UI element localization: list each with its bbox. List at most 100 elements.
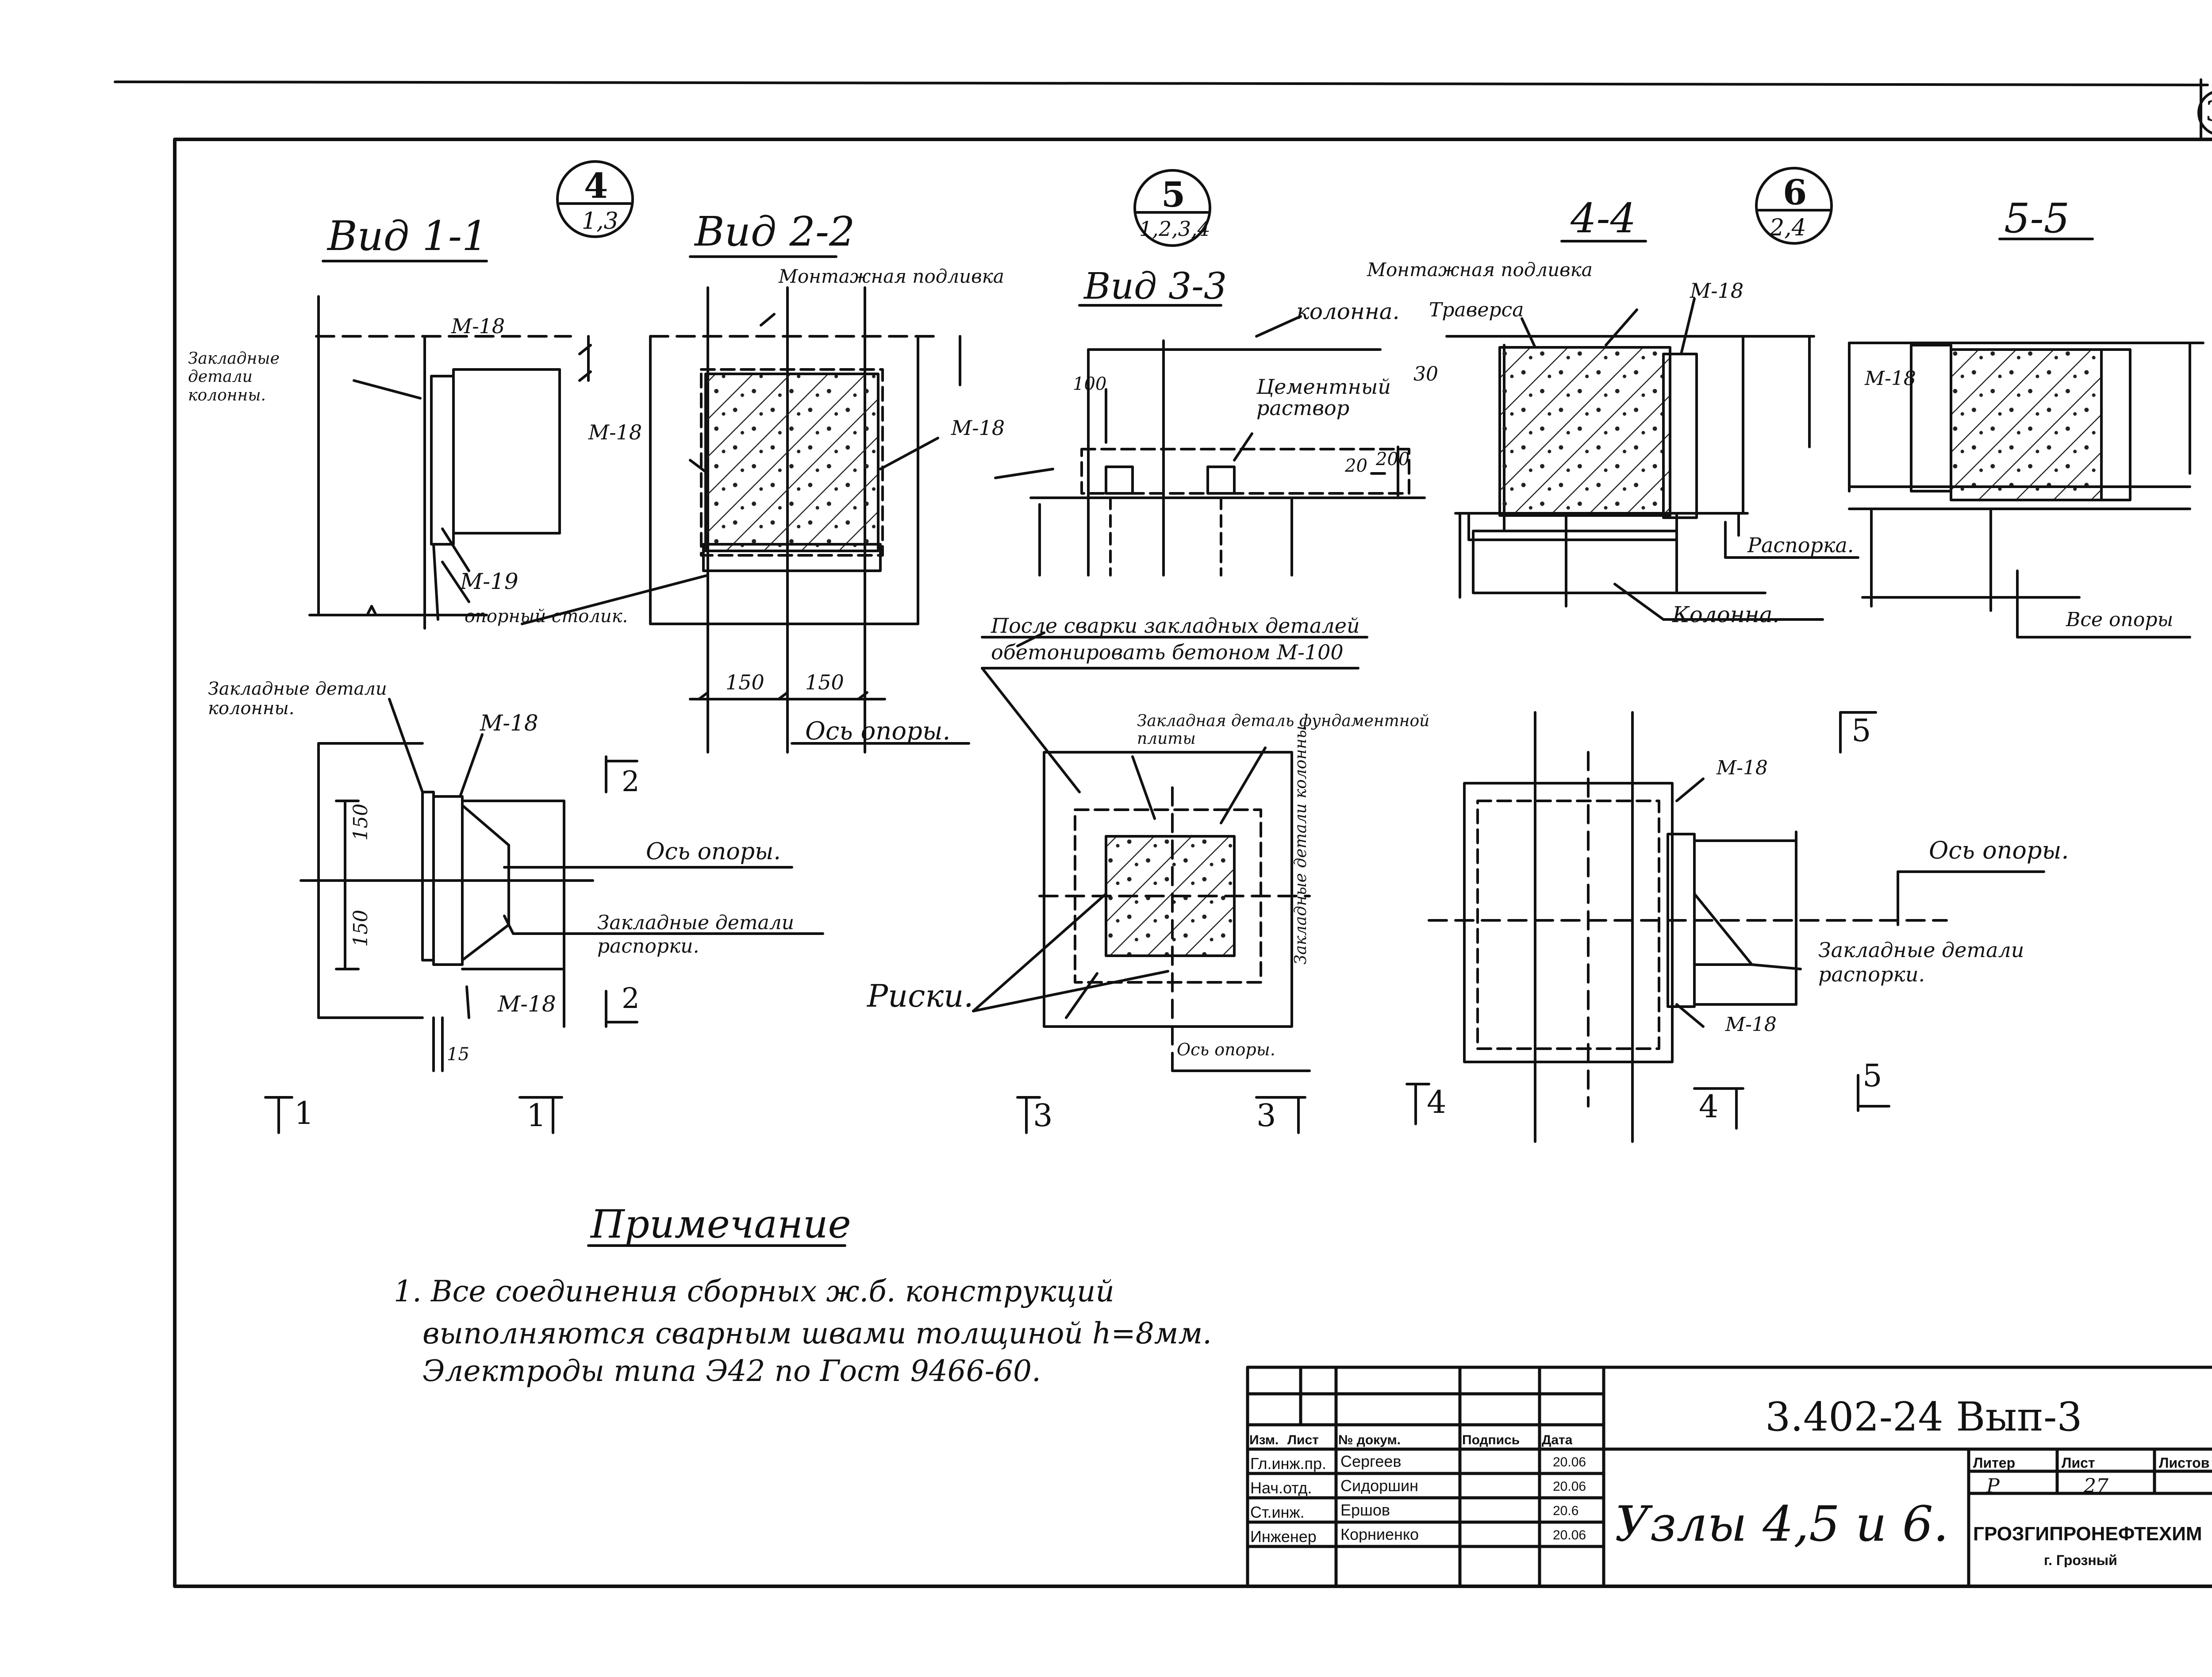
label-m18-plan4-bottom: М-18 [1725, 1013, 1777, 1036]
view-title-3-3: Вид 3-3 [1084, 265, 1227, 308]
label-m18-v2-left: М-18 [588, 420, 642, 444]
view-2-2-drawing [521, 286, 970, 754]
view-title-4-4: 4-4 [1571, 195, 1636, 242]
label-support-axis-v2: Ось опоры. [805, 717, 951, 746]
section-mark-5-top: 5 [1851, 712, 1871, 749]
dim-100: 100 [1073, 374, 1107, 394]
label-m18-v4: М-18 [1690, 279, 1744, 303]
node-marker-5-refs: 1,2,3,4 [1139, 217, 1210, 241]
section-mark-4-right: 4 [1699, 1089, 1719, 1125]
tb-header-doc: № докум. [1338, 1434, 1401, 1447]
label-m18-v2-right: М-18 [951, 416, 1005, 440]
view-title-5-5: 5-5 [2004, 195, 2070, 242]
label-spacer: Распорка. [1747, 533, 1854, 557]
section-mark-lines [264, 711, 1890, 1134]
label-m18-plan-bottom: М-18 [498, 991, 556, 1017]
label-embedded-strut-plan4-text: Закладные детали распорки. [1818, 938, 2024, 987]
view-4-4-drawing [1428, 297, 2045, 1143]
section-mark-2-top: 2 [622, 765, 640, 798]
label-m18-v1: М-18 [451, 314, 505, 338]
tb-role-0: Гл.инж.пр. [1250, 1456, 1327, 1472]
tb-date-2: 20.6 [1553, 1504, 1579, 1518]
label-embedded-slab-text: Закладная деталь фундаментной плиты [1137, 712, 1430, 748]
label-embedded-column: Закладные детали колонны. [188, 350, 303, 404]
note-line-1: 1. Все соединения сборных ж.б. конструкц… [394, 1274, 1114, 1308]
label-embedded-column-vertical: Закладные детали колонны. [1292, 720, 1310, 965]
label-support-table: опорный столик. [465, 606, 628, 627]
label-cement-mortar: Цементный раствор [1256, 376, 1391, 419]
page-mark: 36 [2205, 95, 2212, 128]
note-heading: Примечание [591, 1201, 851, 1247]
dim-150d: 150 [349, 910, 372, 947]
label-m18-plan4-top: М-18 [1717, 757, 1768, 779]
view-1-1-drawing [308, 295, 592, 630]
tb-date-3: 20.06 [1553, 1529, 1586, 1542]
section-mark-2-bottom: 2 [622, 982, 640, 1015]
node-marker-6-num: 6 [1783, 173, 1807, 213]
tb-date-1: 20.06 [1553, 1480, 1586, 1493]
label-support-axis-plan: Ось опоры. [646, 838, 781, 865]
label-column: колонна. [1296, 299, 1400, 324]
dim-150c: 150 [349, 804, 372, 841]
title-block-grid [1246, 1365, 2212, 1588]
label-embedded-strut-plan: Закладные детали распорки. [597, 912, 827, 958]
node-marker-4-refs: 1,3 [582, 208, 618, 235]
label-mount-grout-v2: Монтажная подливка [779, 265, 1004, 287]
tb-lit: Р [1986, 1475, 2000, 1497]
label-m19: М-19 [460, 569, 518, 594]
label-all-supports: Все опоры [2066, 608, 2174, 631]
label-m18-plan-top: М-18 [480, 710, 538, 736]
dim-150a: 150 [726, 670, 764, 694]
section-mark-3-left: 3 [1033, 1097, 1053, 1134]
tb-header-list: Лист [1287, 1434, 1319, 1447]
dim-15: 15 [447, 1044, 469, 1065]
tb-doc-code: 3.402-24 Вып-3 [1765, 1394, 2082, 1440]
label-mount-grout-v4: Монтажная подливка [1367, 259, 1593, 281]
tb-org: ГРОЗГИПРОНЕФТЕХИМ [1973, 1524, 2202, 1544]
dim-20: 20 [1345, 456, 1367, 476]
node-marker-4-num: 4 [584, 166, 608, 206]
label-embedded-column-plan-text: Закладные детали колонны. [208, 679, 387, 719]
node-marker-6-refs: 2,4 [1770, 215, 1806, 241]
tb-title: Узлы 4,5 и 6. [1615, 1496, 1949, 1552]
note-line-3: Электроды типа Э42 по Гост 9466-60. [422, 1354, 1041, 1388]
view-5-5-drawing [1848, 342, 2204, 638]
label-after-welding: После сварки закладных деталей обетониро… [991, 613, 1389, 666]
tb-name-3: Корниенко [1340, 1527, 1419, 1542]
section-mark-1-right: 1 [526, 1097, 546, 1134]
title-block: Изм. Лист № докум. Подпись Дата Гл.инж.п… [1248, 1367, 2212, 1586]
tb-sheet-header: Лист [2062, 1456, 2095, 1470]
dim-200: 200 [1376, 449, 1410, 469]
tb-header-date: Дата [1542, 1434, 1573, 1447]
note-line-2: выполняются сварным швами толщиной h=8мм… [422, 1316, 1212, 1350]
tb-role-1: Нач.отд. [1250, 1480, 1312, 1496]
node-marker-5-num: 5 [1161, 175, 1186, 215]
label-embedded-column-text: Закладные детали колонны. [188, 350, 280, 404]
tb-header-sign: Подпись [1462, 1434, 1520, 1447]
tb-name-0: Сергеев [1340, 1454, 1402, 1469]
plan-1-2-drawing [300, 698, 824, 1072]
section-mark-4-left: 4 [1427, 1084, 1447, 1120]
label-embedded-slab: Закладная деталь фундаментной плиты [1137, 712, 1447, 747]
label-after-welding-text: После сварки закладных деталей обетониро… [991, 614, 1360, 664]
tb-role-2: Ст.инж. [1250, 1504, 1305, 1520]
label-risks: Риски. [867, 978, 974, 1014]
label-embedded-strut-plan4: Закладные детали распорки. [1818, 938, 2031, 987]
dim-30: 30 [1413, 363, 1438, 385]
section-mark-1-left: 1 [294, 1095, 314, 1131]
view-3-3-drawing [972, 315, 1426, 1072]
tb-sheet-no: 27 [2084, 1475, 2108, 1497]
dim-150b: 150 [805, 670, 844, 694]
label-embedded-strut-plan-text: Закладные детали распорки. [597, 912, 795, 958]
section-mark-3-right: 3 [1256, 1097, 1276, 1134]
label-traverse: Траверса [1429, 299, 1524, 321]
tb-lit-header: Литер [1973, 1456, 2016, 1470]
tb-city: г. Грозный [2044, 1553, 2117, 1567]
tb-role-3: Инженер [1250, 1529, 1317, 1545]
node-marker-circles [556, 91, 2212, 247]
label-axis-short: Ось опоры. [1177, 1040, 1275, 1059]
view-title-2-2: Вид 2-2 [695, 208, 855, 255]
tb-name-2: Ершов [1340, 1502, 1390, 1518]
label-support-axis-plan4: Ось опоры. [1929, 836, 2069, 864]
